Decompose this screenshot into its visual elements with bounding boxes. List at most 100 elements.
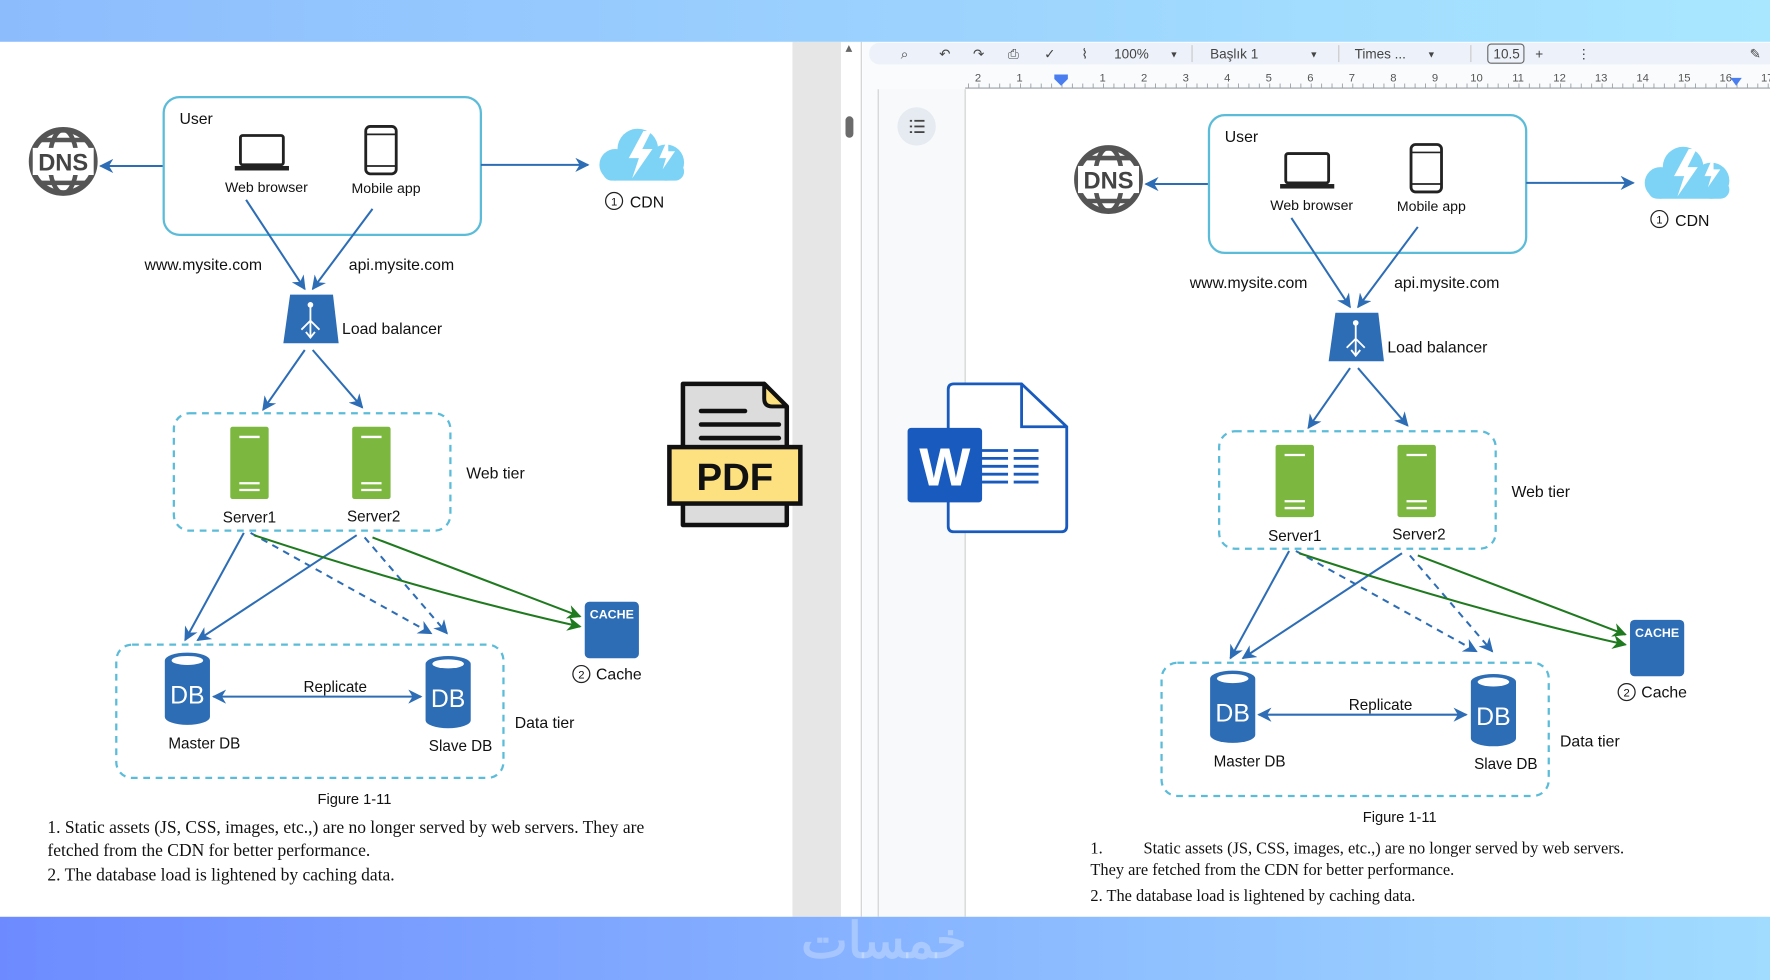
- database-icon: [1470, 674, 1517, 747]
- user-label: User: [179, 111, 212, 128]
- spellcheck-icon[interactable]: ✓: [1044, 47, 1055, 62]
- scroll-up-arrow-icon[interactable]: [845, 45, 853, 52]
- arrow-lb-to-server2: [1357, 367, 1409, 427]
- zoom-dropdown-icon[interactable]: ▼: [1169, 50, 1178, 60]
- left-indent-marker[interactable]: [1054, 74, 1068, 86]
- word-letter: W: [919, 437, 971, 497]
- more-options-button[interactable]: ⋮: [1577, 47, 1591, 62]
- load-balancer-label: Load balancer: [1387, 339, 1487, 356]
- server-icon: [230, 426, 269, 500]
- ruler-label: 5: [1266, 72, 1272, 84]
- print-icon[interactable]: ⎙: [1008, 47, 1019, 62]
- database-top: [1216, 674, 1249, 684]
- laptop-base: [234, 165, 289, 171]
- arrow-server2-to-slave: [363, 536, 448, 635]
- laptop-icon: [234, 134, 289, 171]
- paint-format-icon[interactable]: ⌇: [1081, 47, 1088, 62]
- arrow-server2-to-slave: [1409, 554, 1494, 653]
- dns-globe-icon: DNS: [1074, 145, 1143, 214]
- arrow-server1-to-master: [1229, 550, 1291, 660]
- edit-mode-icon[interactable]: ✎: [1750, 47, 1761, 62]
- cache-number: 2: [1624, 688, 1630, 700]
- arrow-server2-to-master: [196, 534, 358, 642]
- load-balancer-label: Load balancer: [342, 321, 442, 338]
- lightning-icon: [659, 137, 676, 170]
- ruler-label: 9: [1432, 72, 1438, 84]
- docs-toolbar-items: ⌕ ↶ ↷ ⎙ ✓ ⌇ 100% ▼ Başlık 1 ▼ Times ... …: [901, 43, 1761, 64]
- ruler-label: 8: [1390, 72, 1396, 84]
- style-dropdown-icon[interactable]: ▼: [1309, 50, 1318, 60]
- lb-node: [307, 302, 314, 308]
- cache-icon: CACHE: [584, 601, 639, 659]
- font-dropdown-icon[interactable]: ▼: [1427, 50, 1436, 60]
- server-icon: [352, 426, 391, 500]
- slave-db-icon: DB: [1470, 674, 1517, 747]
- laptop-base: [1280, 184, 1335, 189]
- dns-label: DNS: [1084, 169, 1134, 195]
- ruler-label: 15: [1678, 72, 1691, 84]
- undo-icon[interactable]: ↶: [939, 47, 951, 62]
- arrow-server1-to-slave: [1295, 550, 1478, 653]
- search-icon[interactable]: ⌕: [901, 47, 909, 62]
- master-db-label: Master DB: [168, 736, 240, 753]
- cloud-part: [1648, 180, 1730, 199]
- db-icon-label: DB: [170, 682, 204, 709]
- ruler-label: 7: [1349, 72, 1355, 84]
- ruler-label: 13: [1595, 72, 1608, 84]
- figure-caption: Figure 1-11: [1363, 810, 1437, 826]
- font-select[interactable]: Times ...: [1355, 47, 1406, 62]
- ruler-label: 16: [1719, 72, 1732, 84]
- redo-icon[interactable]: ↷: [973, 47, 985, 62]
- arrow-server2-to-cache: [1417, 554, 1627, 637]
- phone-body: [364, 125, 398, 176]
- laptop-screen: [239, 134, 285, 167]
- lb-arrows: [300, 307, 321, 340]
- api-domain-label: api.mysite.com: [349, 257, 454, 274]
- data-tier-box: [1160, 661, 1550, 798]
- right-paragraph: 1. Static assets (JS, CSS, images, etc.,…: [1090, 839, 1624, 905]
- left-line-3: 2. The database load is lightened by cac…: [47, 865, 394, 885]
- cache-box: [1630, 619, 1685, 677]
- arrow-lb-to-server1: [262, 349, 306, 412]
- docs-page: [966, 89, 1770, 917]
- dns-label-bg: [32, 147, 94, 175]
- dns-label: DNS: [38, 150, 88, 176]
- scrollbar-thumb[interactable]: [845, 116, 854, 138]
- increase-font-size-button[interactable]: +: [1535, 47, 1543, 62]
- server2-label: Server2: [1392, 527, 1445, 544]
- phone-body: [1409, 143, 1443, 194]
- ruler-label: 2: [975, 72, 981, 84]
- right-indent-marker[interactable]: [1730, 77, 1742, 86]
- database-icon: [1210, 670, 1256, 743]
- font-size-box[interactable]: [1487, 43, 1525, 64]
- figure-caption: Figure 1-11: [318, 792, 392, 808]
- cdn-number-circle: [604, 191, 624, 211]
- right-line-3: 2. The database load is lightened by cac…: [1090, 886, 1415, 905]
- server-icon: [1275, 444, 1314, 518]
- ruler-label: 11: [1512, 72, 1524, 84]
- bottom-banner: [0, 916, 1770, 980]
- cdn-number-circle: [1650, 209, 1669, 229]
- paragraph-style-select[interactable]: Başlık 1: [1210, 47, 1258, 62]
- arrow-server1-to-master: [184, 532, 245, 642]
- ruler-label: 4: [1224, 72, 1230, 84]
- server2: [352, 426, 391, 500]
- arrow-server2-to-cache: [372, 536, 582, 619]
- load-balancer-icon: [1328, 312, 1384, 362]
- cdn-cloud-icon: [1644, 146, 1730, 199]
- arrow-mobile-to-lb: [311, 208, 374, 291]
- zoom-select[interactable]: 100%: [1114, 47, 1149, 62]
- cache-icon-label: CACHE: [1635, 626, 1679, 640]
- ruler-label: 17: [1761, 72, 1770, 84]
- docs-scroll-track[interactable]: [840, 41, 862, 917]
- cdn-number: 1: [1656, 215, 1662, 227]
- font-size-input[interactable]: 10.5: [1493, 47, 1519, 62]
- lb-node: [1352, 320, 1359, 326]
- user-box: [162, 95, 483, 236]
- right-line-1: Static assets (JS, CSS, images, etc.,) a…: [1144, 839, 1625, 858]
- left-line-2: fetched from the CDN for better performa…: [47, 840, 370, 860]
- ruler[interactable]: [965, 65, 1770, 90]
- slave-db-label: Slave DB: [1474, 756, 1538, 773]
- lightning-icon: [1674, 149, 1698, 197]
- arrow-mobile-to-lb: [1357, 226, 1419, 309]
